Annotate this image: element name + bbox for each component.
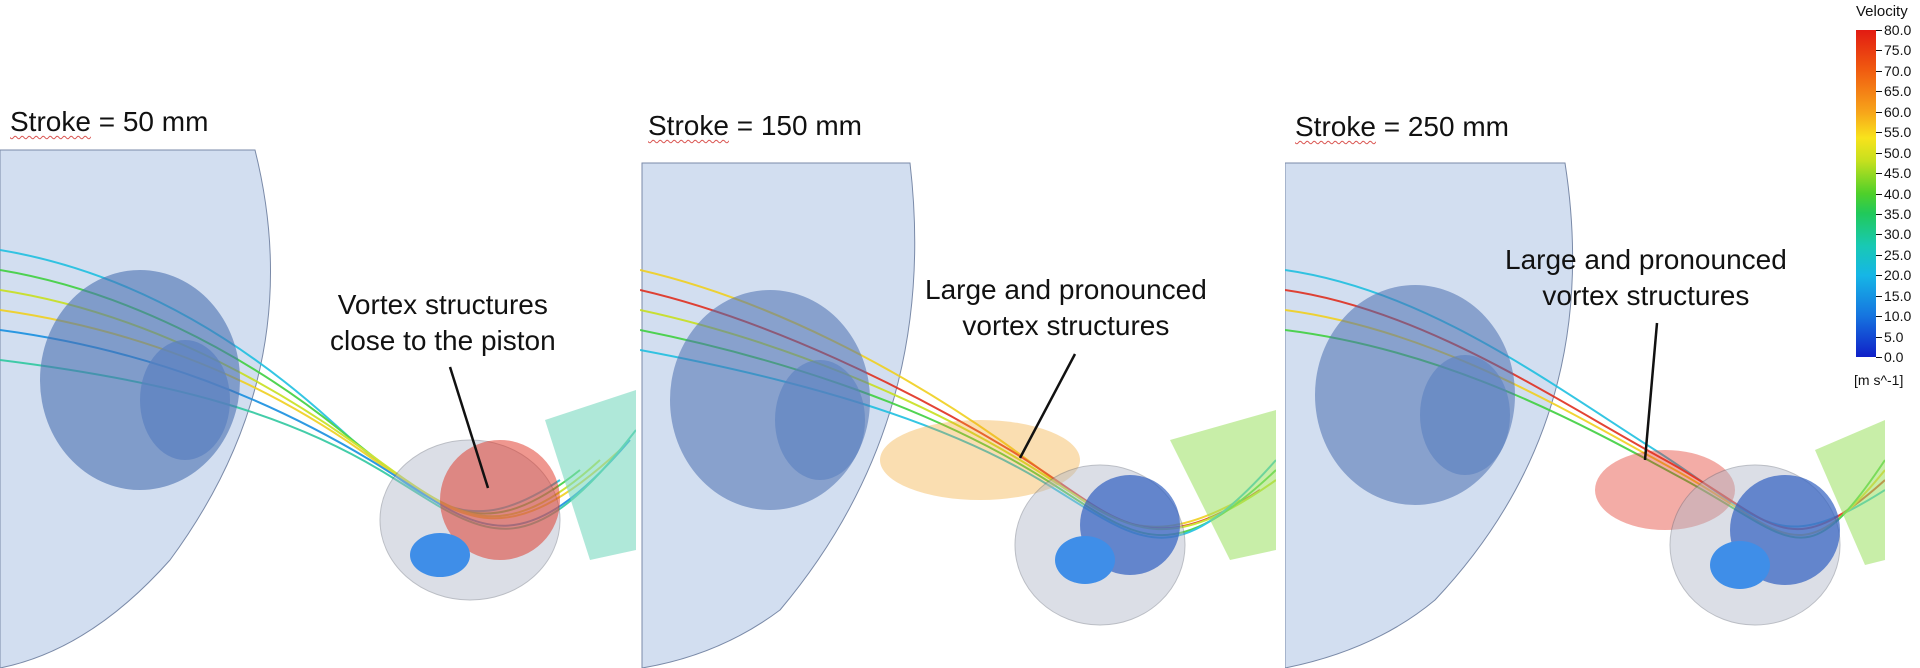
flow-panel-1	[0, 0, 636, 668]
velocity-colorbar: Velocity 80.0 75.0 70.0 65.0 60.0 55.0 50.0 45.…	[1848, 0, 1920, 400]
colorbar-tick	[1876, 357, 1882, 358]
flow-panel-3	[1285, 0, 1885, 668]
flow-visualization-1	[0, 149, 636, 668]
flow-panel-2	[640, 0, 1276, 668]
panel-2-title: Stroke = 150 mm	[648, 110, 862, 141]
annotation-leader-3	[1643, 322, 1659, 461]
colorbar-tick	[1876, 111, 1882, 113]
colorbar-tick-label: 10.0	[1884, 308, 1912, 325]
colorbar-tick	[1876, 91, 1882, 93]
colorbar-tick-label: 35.0	[1884, 205, 1912, 222]
colorbar-tick	[1876, 275, 1882, 277]
colorbar-tick-label: 55.0	[1884, 124, 1912, 141]
flow-visualization-3	[1285, 162, 1885, 668]
colorbar-tick-label: 30.0	[1884, 226, 1912, 243]
colorbar-tick	[1876, 295, 1882, 297]
annotation-1: Vortex structures close to the piston	[330, 289, 556, 356]
annotation-leader-2	[1018, 353, 1077, 459]
colorbar-tick	[1876, 152, 1882, 154]
annotation-3: Large and pronounced vortex structures	[1505, 244, 1787, 311]
colorbar-gradient	[1856, 30, 1876, 357]
flow-visualization-2	[640, 162, 1276, 668]
colorbar-tick-label: 50.0	[1884, 144, 1912, 161]
colorbar-tick	[1876, 30, 1882, 31]
colorbar-tick	[1876, 234, 1882, 236]
colorbar-tick	[1876, 193, 1882, 195]
colorbar-tick	[1876, 50, 1882, 52]
colorbar-tick-label: 75.0	[1884, 42, 1912, 59]
colorbar-tick-label: 60.0	[1884, 103, 1912, 120]
colorbar-title: Velocity	[1856, 3, 1908, 20]
colorbar-tick-label: 5.0	[1884, 328, 1904, 345]
annotation-2: Large and pronounced vortex structures	[925, 274, 1207, 341]
colorbar-tick-label: 40.0	[1884, 185, 1912, 202]
colorbar-tick-label: 0.0	[1884, 349, 1904, 365]
colorbar-tick-label: 80.0	[1884, 22, 1912, 38]
colorbar-tick	[1876, 213, 1882, 215]
colorbar-tick	[1876, 132, 1882, 134]
colorbar-tick-label: 15.0	[1884, 287, 1912, 304]
panel-3-title: Stroke = 250 mm	[1295, 111, 1509, 142]
colorbar-tick-label: 25.0	[1884, 246, 1912, 263]
panel-1-title: Stroke = 50 mm	[10, 106, 209, 137]
colorbar-tick-label: 70.0	[1884, 62, 1912, 79]
colorbar-unit: [m s^-1]	[1854, 372, 1904, 388]
colorbar-tick	[1876, 336, 1882, 338]
colorbar-tick-label: 45.0	[1884, 165, 1912, 182]
annotation-leader-1	[448, 366, 490, 489]
colorbar-tick	[1876, 173, 1882, 175]
colorbar-tick-label: 65.0	[1884, 83, 1912, 100]
colorbar-tick	[1876, 70, 1882, 72]
colorbar-tick-label: 20.0	[1884, 267, 1912, 284]
colorbar-tick	[1876, 254, 1882, 256]
colorbar-tick	[1876, 316, 1882, 318]
